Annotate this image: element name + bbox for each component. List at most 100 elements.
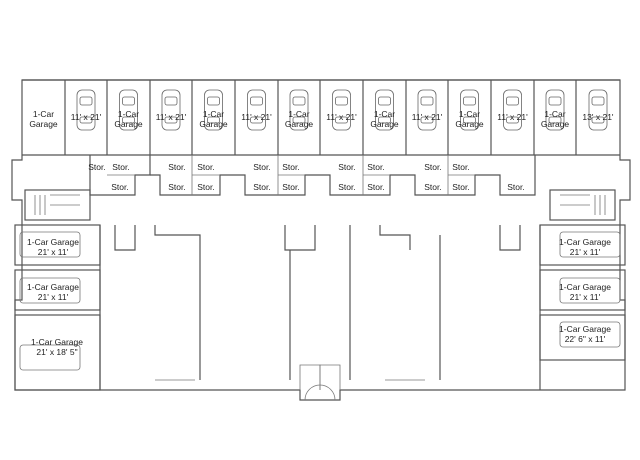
car-windshield xyxy=(207,96,220,106)
car-rear-window xyxy=(164,116,178,124)
storage-room-label: Stor. xyxy=(282,182,299,192)
car-icon xyxy=(289,89,309,131)
car-rear-window xyxy=(378,116,391,124)
side-garage-dims: 21' x 11' xyxy=(38,247,69,257)
car-rear-window xyxy=(122,116,135,124)
garage-bay-label: 1-Car xyxy=(118,109,139,119)
garage-bay: 11' x 21' xyxy=(241,89,272,131)
car-rear-window xyxy=(207,116,220,124)
side-garage-dims: 21' x 11' xyxy=(38,292,69,302)
car-windshield xyxy=(250,96,263,106)
storage-room-label: Stor. xyxy=(197,182,214,192)
car-rear-window xyxy=(591,116,605,124)
storage-room-label: Stor. xyxy=(452,182,469,192)
car-icon xyxy=(460,89,479,131)
car-icon xyxy=(247,89,266,131)
car-windshield xyxy=(164,96,178,106)
storage-room-label: Stor. xyxy=(367,162,384,172)
garage-bay-label: 11' x 21' xyxy=(326,112,357,122)
garage-bay: 11' x 21' xyxy=(326,89,357,131)
storage-row xyxy=(89,155,536,196)
garage-bay-label: 1-Car xyxy=(544,109,565,119)
garage-bay: 11' x 21' xyxy=(412,89,443,131)
car-windshield xyxy=(420,96,434,106)
right-stair xyxy=(549,189,616,221)
garage-bay-label: 1-Car xyxy=(203,109,224,119)
storage-room-label: Stor. xyxy=(452,162,469,172)
storage-room-label: Stor. xyxy=(367,182,384,192)
car-windshield xyxy=(463,96,476,106)
car-windshield xyxy=(591,96,605,106)
storage-room-label: Stor. xyxy=(168,162,185,172)
car-icon xyxy=(588,89,608,131)
side-garage-title: 1-Car Garage xyxy=(559,237,611,247)
storage-room-label: Stor. xyxy=(253,182,270,192)
garage-bay-label: Garage xyxy=(455,119,484,129)
side-garage-title: 1-Car Garage xyxy=(27,237,79,247)
garage-bay-label: 13' x 21' xyxy=(582,112,614,122)
storage-room-label: Stor. xyxy=(112,162,129,172)
car-rear-window xyxy=(335,116,348,124)
garage-bay-label: Garage xyxy=(541,119,570,129)
car-icon xyxy=(545,89,565,131)
side-garage-title: 1-Car Garage xyxy=(559,282,611,292)
building-outline xyxy=(11,79,631,401)
garage-bay-label: 1-Car xyxy=(374,109,395,119)
car-icon xyxy=(503,89,522,131)
side-garage-title: 1-Car Garage xyxy=(27,282,79,292)
side-garage-dims: 22' 6" x 11' xyxy=(565,334,606,344)
side-garage-title: 1-Car Garage xyxy=(31,337,83,347)
car-rear-window xyxy=(420,116,434,124)
interior-unit-walls xyxy=(99,225,541,390)
storage-room-label: Stor. xyxy=(88,162,105,172)
car-icon xyxy=(332,89,351,131)
garage-bay: 13' x 21' xyxy=(582,89,614,131)
garage-bay-label: 11' x 21' xyxy=(412,112,443,122)
side-garage-dims: 21' x 11' xyxy=(570,247,601,257)
storage-room-label: Stor. xyxy=(111,182,128,192)
car-windshield xyxy=(378,96,391,106)
storage-labels: Stor. Stor. Stor. Stor. Stor. Stor. Stor. Stor.… xyxy=(88,162,524,192)
top-bay-walls xyxy=(64,80,577,155)
garage-bay-label: 11' x 21' xyxy=(241,112,272,122)
garage-bay-label: 1-Car xyxy=(288,109,309,119)
side-garage-dims: 21' x 11' xyxy=(570,292,601,302)
side-garage-dims: 21' x 18' 5" xyxy=(36,347,77,357)
garage-bay-label: Garage xyxy=(285,119,314,129)
car-icon xyxy=(417,89,437,131)
storage-room-label: Stor. xyxy=(282,162,299,172)
car-icon xyxy=(119,89,138,131)
garage-bay-label: Garage xyxy=(199,119,228,129)
car-windshield xyxy=(335,96,348,106)
storage-room-label: Stor. xyxy=(253,162,270,172)
garage-bay-label: 1-Car xyxy=(33,109,54,119)
storage-room-label: Stor. xyxy=(424,162,441,172)
car-icon xyxy=(375,89,394,131)
storage-room-label: Stor. xyxy=(424,182,441,192)
car-icon xyxy=(204,89,223,131)
garage-bay-label: Garage xyxy=(29,119,58,129)
car-rear-window xyxy=(548,116,562,124)
storage-room-label: Stor. xyxy=(338,182,355,192)
car-rear-window xyxy=(506,116,519,124)
car-rear-window xyxy=(463,116,476,124)
car-windshield xyxy=(79,96,93,106)
side-garage-title: 1-Car Garage xyxy=(559,324,611,334)
entry-door xyxy=(299,364,341,401)
car-rear-window xyxy=(292,116,306,124)
car-rear-window xyxy=(250,116,263,124)
left-stair xyxy=(24,189,91,221)
garage-bay-label: 1-Car xyxy=(459,109,480,119)
